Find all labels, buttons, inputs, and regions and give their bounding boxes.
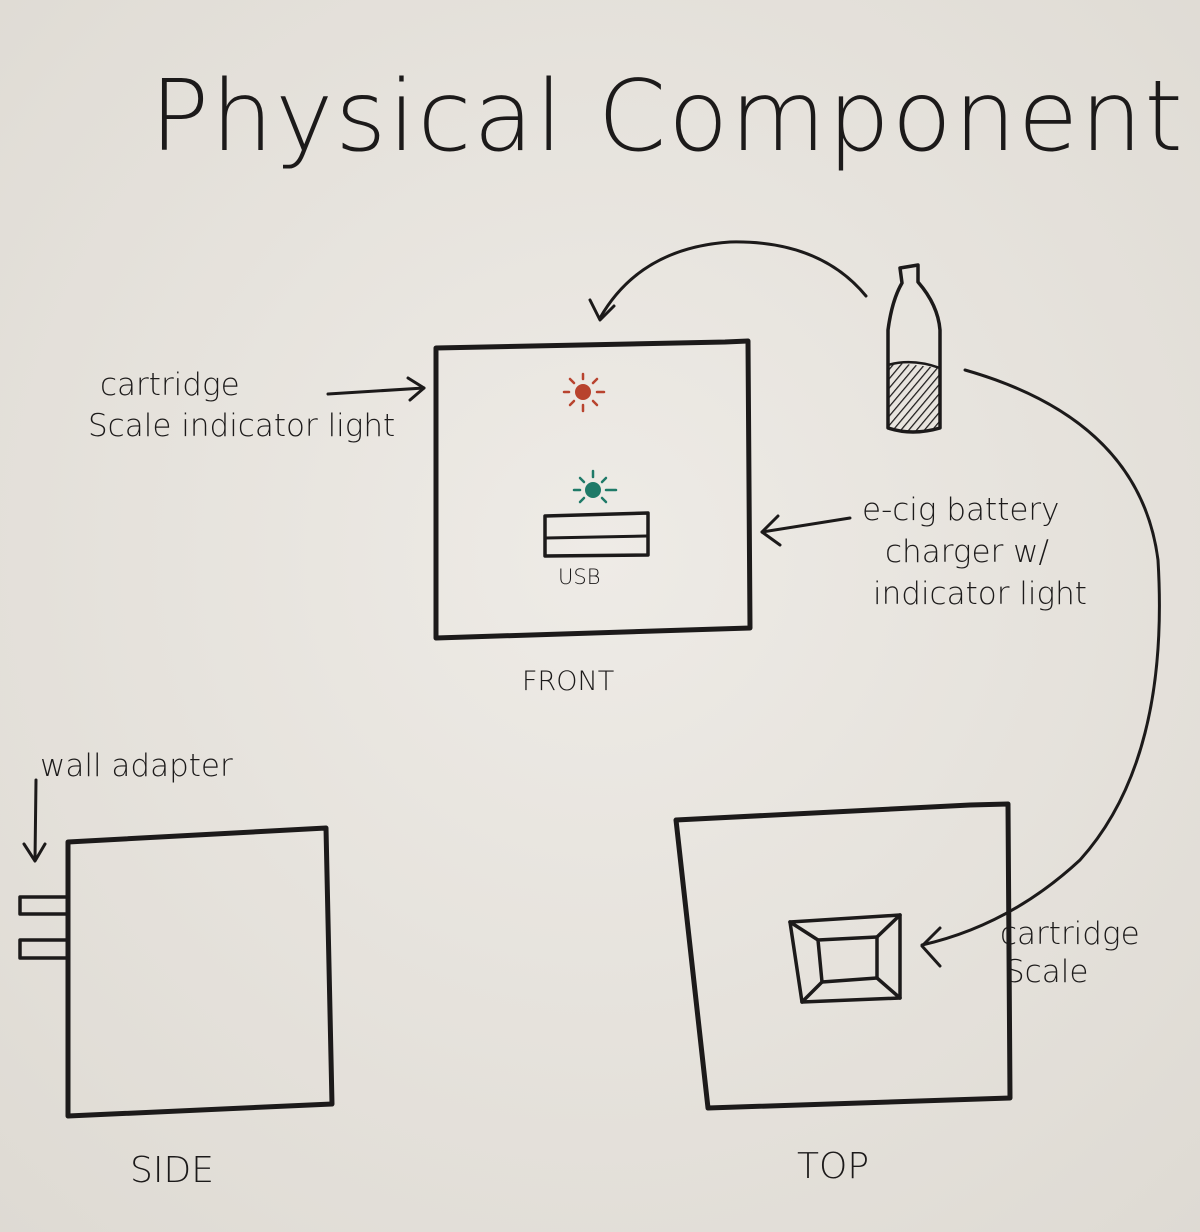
usb-port-icon [543, 511, 650, 558]
wall-adapter-prong-icon [18, 938, 68, 960]
top-label: TOP [797, 1146, 869, 1187]
cartridge-bottle-icon [886, 263, 942, 434]
arrow-icon [588, 240, 868, 322]
annotation-charger-line2: charger w/ [885, 534, 1049, 570]
green-indicator-light-icon [572, 469, 618, 504]
cartridge-scale-label-line1: cartridge [1000, 916, 1140, 952]
cartridge-scale-icon [788, 913, 902, 1004]
front-view: USB FRONT [433, 338, 753, 697]
page-title: Physical Component [150, 60, 1185, 174]
wall-adapter-label: wall adapter [40, 748, 233, 784]
arrow-icon [22, 778, 47, 863]
side-view: wall adapter SIDE [18, 748, 335, 1191]
top-box [673, 801, 1013, 1111]
annotation-cartridge-line1: cartridge [100, 367, 240, 403]
side-label: SIDE [130, 1150, 214, 1191]
top-view: cartridge Scale TOP [673, 801, 1140, 1187]
arrow-icon [326, 376, 426, 402]
annotation-charger-line3: indicator light [873, 576, 1087, 612]
cartridge-scale-label-line2: Scale [1005, 954, 1088, 990]
front-box [433, 338, 753, 641]
wall-adapter-prong-icon [18, 895, 68, 916]
front-label: FRONT [522, 666, 614, 697]
annotation-charger-line1: e-cig battery [862, 492, 1060, 528]
arrow-icon [920, 368, 1161, 968]
arrow-icon [760, 514, 852, 547]
annotation-cartridge-line2: Scale indicator light [88, 408, 395, 444]
usb-label: USB [558, 565, 600, 589]
red-indicator-light-icon [562, 372, 606, 413]
side-box [65, 825, 335, 1119]
